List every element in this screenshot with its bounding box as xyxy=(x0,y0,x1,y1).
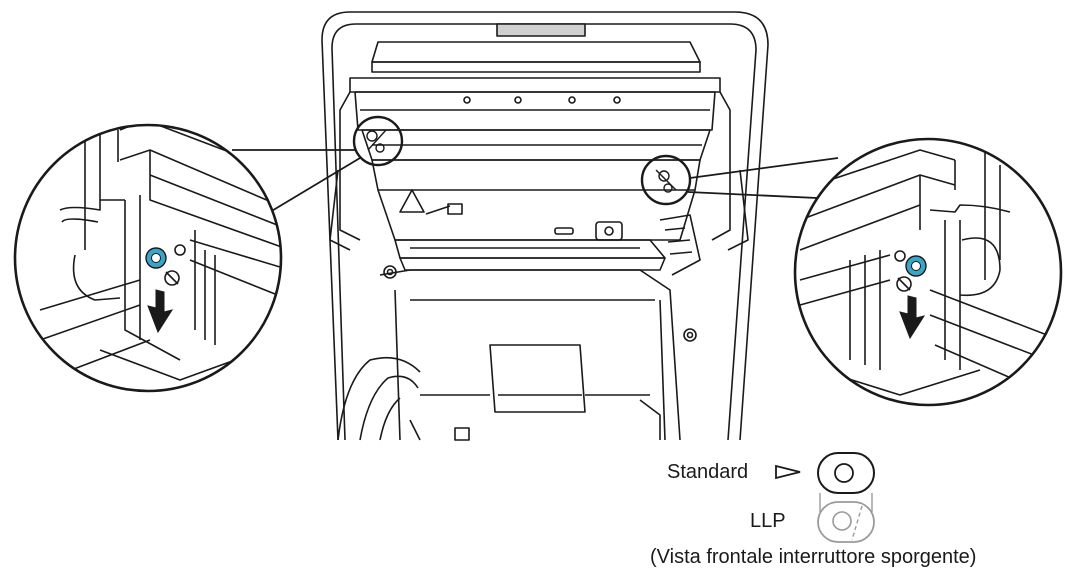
standard-switch-icon xyxy=(817,452,875,494)
caption: (Vista frontale interruttore sporgente) xyxy=(650,546,977,568)
llp-switch-icon xyxy=(817,501,875,543)
warning-triangle-icon xyxy=(399,189,425,213)
standard-label: Standard xyxy=(667,461,749,483)
protruding-switch-left xyxy=(145,247,167,269)
switch-position-legend xyxy=(775,452,875,543)
arrow-down-icon xyxy=(899,295,926,340)
left-switch-highlight xyxy=(352,115,404,167)
triangle-pointer-icon xyxy=(775,464,801,480)
arrow-down-icon xyxy=(147,289,174,334)
llp-label: LLP xyxy=(750,510,786,532)
right-magnified-view xyxy=(793,137,1063,407)
left-magnified-view xyxy=(13,123,283,393)
right-switch-highlight xyxy=(640,154,692,206)
protruding-switch-right xyxy=(905,255,927,277)
printer-body xyxy=(321,11,769,441)
